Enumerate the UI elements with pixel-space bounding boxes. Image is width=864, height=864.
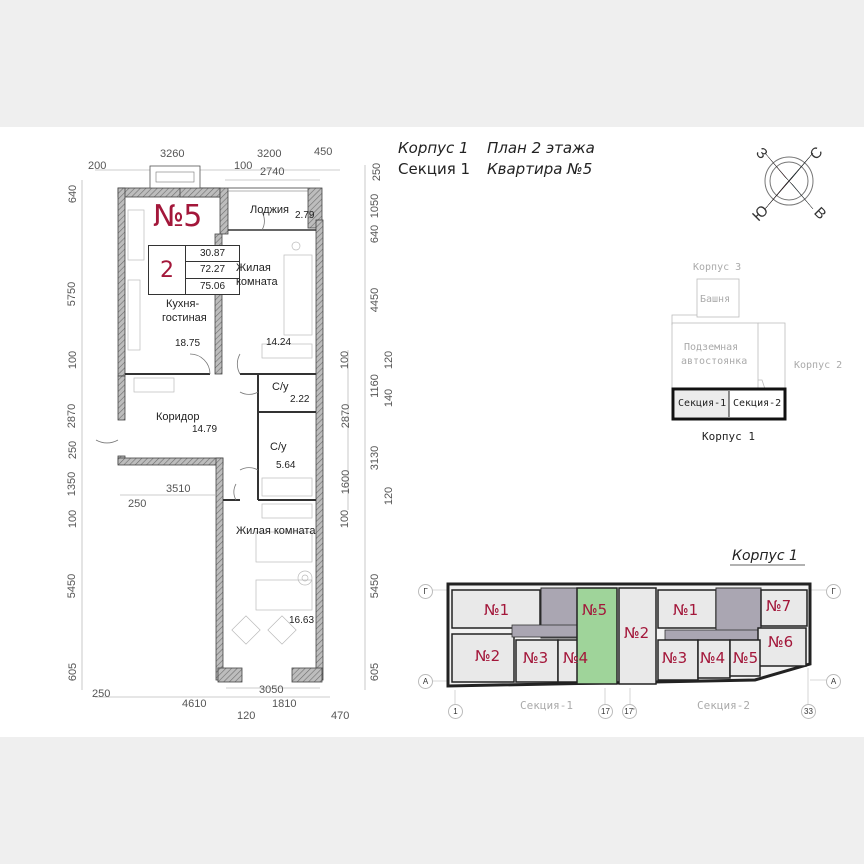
key-s1-apt2[interactable]: №2 — [475, 647, 501, 665]
dim-right-4450: 4450 — [369, 287, 382, 313]
axis-17: 17 — [598, 704, 613, 719]
site-building2-label: Корпус 2 — [794, 360, 843, 371]
dim-bottom-3050: 3050 — [259, 684, 284, 696]
key-s2-apt5[interactable]: №5 — [733, 649, 759, 667]
compass-rose — [764, 152, 814, 210]
dim-rin-100b: 100 — [339, 509, 352, 529]
dim-left-2870: 2870 — [66, 403, 79, 429]
title-section: Секция 1 — [398, 160, 471, 178]
key-s1-apt4[interactable]: №4 — [563, 649, 589, 667]
dim-left-250: 250 — [67, 440, 80, 460]
key-s1-apt1[interactable]: №1 — [484, 601, 510, 619]
site-tower-label: Башня — [700, 294, 731, 305]
key-section2-label: Секция-2 — [697, 699, 750, 712]
room-corridor-area: 14.79 — [192, 424, 218, 435]
key-s2-apt4[interactable]: №4 — [700, 649, 726, 667]
rooms-count: 2 — [149, 246, 186, 294]
key-s2-apt7[interactable]: №7 — [766, 597, 792, 615]
key-plan-title: Корпус 1 — [732, 548, 798, 564]
axis-33: 33 — [801, 704, 816, 719]
dim-right-5450: 5450 — [369, 573, 382, 599]
dim-top-3260: 3260 — [160, 148, 185, 160]
dim-right-640: 640 — [369, 224, 382, 244]
dim-top-3200: 3200 — [257, 148, 282, 160]
dim-bottom-250: 250 — [92, 688, 111, 700]
title-apartment: Квартира №5 — [487, 160, 593, 178]
dim-left-5450: 5450 — [66, 573, 79, 599]
room-kitchen-label-1: Кухня- — [166, 298, 200, 310]
room-wc1-area: 2.22 — [290, 394, 310, 405]
key-s2-apt3[interactable]: №3 — [662, 649, 688, 667]
dim-rin-2870: 2870 — [340, 403, 353, 429]
room-loggia-area: 2.79 — [295, 210, 315, 221]
axis-a-right: А — [826, 674, 841, 689]
dim-right-1160: 1160 — [368, 374, 381, 398]
room-living1-area: 14.24 — [266, 337, 292, 348]
site-building3-label: Корпус 3 — [693, 262, 742, 273]
dim-right-140: 140 — [383, 388, 396, 408]
dim-right-1050: 1050 — [369, 193, 382, 219]
title-floor: План 2 этажа — [487, 139, 595, 157]
room-wc2-label: С/у — [270, 441, 287, 453]
dim-rin-1600: 1600 — [340, 469, 353, 495]
dim-bottom-4610: 4610 — [182, 698, 207, 710]
key-s1-apt3[interactable]: №3 — [523, 649, 549, 667]
room-living2-label: Жилая комната — [236, 525, 316, 537]
dim-right-120b: 120 — [383, 486, 396, 506]
dim-top-200: 200 — [88, 160, 107, 172]
dim-left-100b: 100 — [67, 509, 80, 529]
dim-left-100a: 100 — [67, 350, 80, 370]
axis-17-prime: 17' — [622, 704, 637, 719]
total-area-loggia-value: 75.06 — [199, 280, 226, 292]
dim-bottom-1810: 1810 — [272, 698, 297, 710]
room-kitchen-area: 18.75 — [175, 338, 201, 349]
dim-top-2740: 2740 — [260, 166, 285, 178]
room-loggia-label: Лоджия — [250, 204, 289, 216]
site-section1[interactable]: Секция-1 — [678, 398, 727, 409]
axis-g-right: Г — [826, 584, 841, 599]
key-s1-apt5-selected[interactable]: №5 — [582, 601, 608, 619]
dim-left-5750: 5750 — [66, 281, 79, 307]
key-s2-apt1[interactable]: №1 — [673, 601, 699, 619]
room-wc1-label: С/у — [272, 381, 289, 393]
key-s2-apt6[interactable]: №6 — [768, 633, 794, 651]
room-living2-area: 16.63 — [289, 615, 315, 626]
dim-right-250: 250 — [371, 162, 384, 182]
dim-rin-100a: 100 — [339, 350, 352, 370]
dim-top-100: 100 — [234, 160, 253, 172]
dim-corridor-250: 250 — [128, 498, 147, 510]
dim-bottom-120: 120 — [237, 710, 256, 722]
living-area-value: 30.87 — [186, 246, 239, 263]
site-building1-label: Корпус 1 — [702, 430, 755, 443]
title-building: Корпус 1 — [398, 139, 469, 157]
dim-right-3130: 3130 — [369, 445, 382, 471]
dim-left-605: 605 — [67, 662, 80, 682]
dim-right-120a: 120 — [383, 350, 396, 370]
dim-right-605: 605 — [369, 662, 382, 682]
dim-left-640: 640 — [67, 184, 80, 204]
room-living1-label-1: Жилая — [236, 262, 271, 274]
dim-top-450: 450 — [314, 146, 333, 158]
site-parking-label-1: Подземная — [684, 342, 739, 353]
total-area-value: 72.27 — [186, 262, 239, 279]
room-kitchen-label-2: гостиная — [162, 312, 207, 324]
dim-corridor-3510: 3510 — [166, 483, 191, 495]
key-section1-label: Секция-1 — [520, 699, 573, 712]
room-wc2-area: 5.64 — [276, 460, 296, 471]
key-s2-apt2[interactable]: №2 — [624, 624, 650, 642]
site-parking-label-2: автостоянка — [681, 356, 748, 367]
apartment-number: №5 — [153, 199, 202, 234]
room-living1-label-2: комната — [236, 276, 278, 288]
dim-bottom-470: 470 — [331, 710, 350, 722]
room-corridor-label: Коридор — [156, 411, 200, 423]
axis-1: 1 — [448, 704, 463, 719]
axis-g-left: Г — [418, 584, 433, 599]
apartment-info-box: 2 30.87 72.27 75.06 — [148, 245, 240, 295]
dim-left-1350: 1350 — [66, 471, 79, 497]
axis-a-left: А — [418, 674, 433, 689]
site-section2[interactable]: Секция-2 — [733, 398, 782, 409]
